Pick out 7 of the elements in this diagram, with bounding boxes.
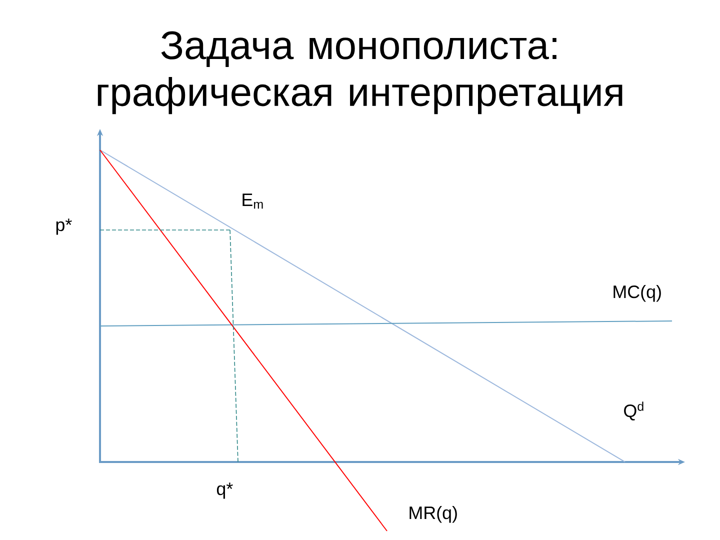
curve-label: MC(q) — [614, 285, 661, 302]
axis-label: p* — [56, 218, 72, 235]
curve-label: MR(q) — [410, 506, 457, 523]
title: Задача монополиста: графическая интерпретация — [98, 31, 622, 114]
curve-label: Q$^{d}$ — [624, 402, 644, 420]
point-label: E$_{m}$ — [242, 194, 263, 209]
axis-label: q* — [216, 482, 233, 499]
